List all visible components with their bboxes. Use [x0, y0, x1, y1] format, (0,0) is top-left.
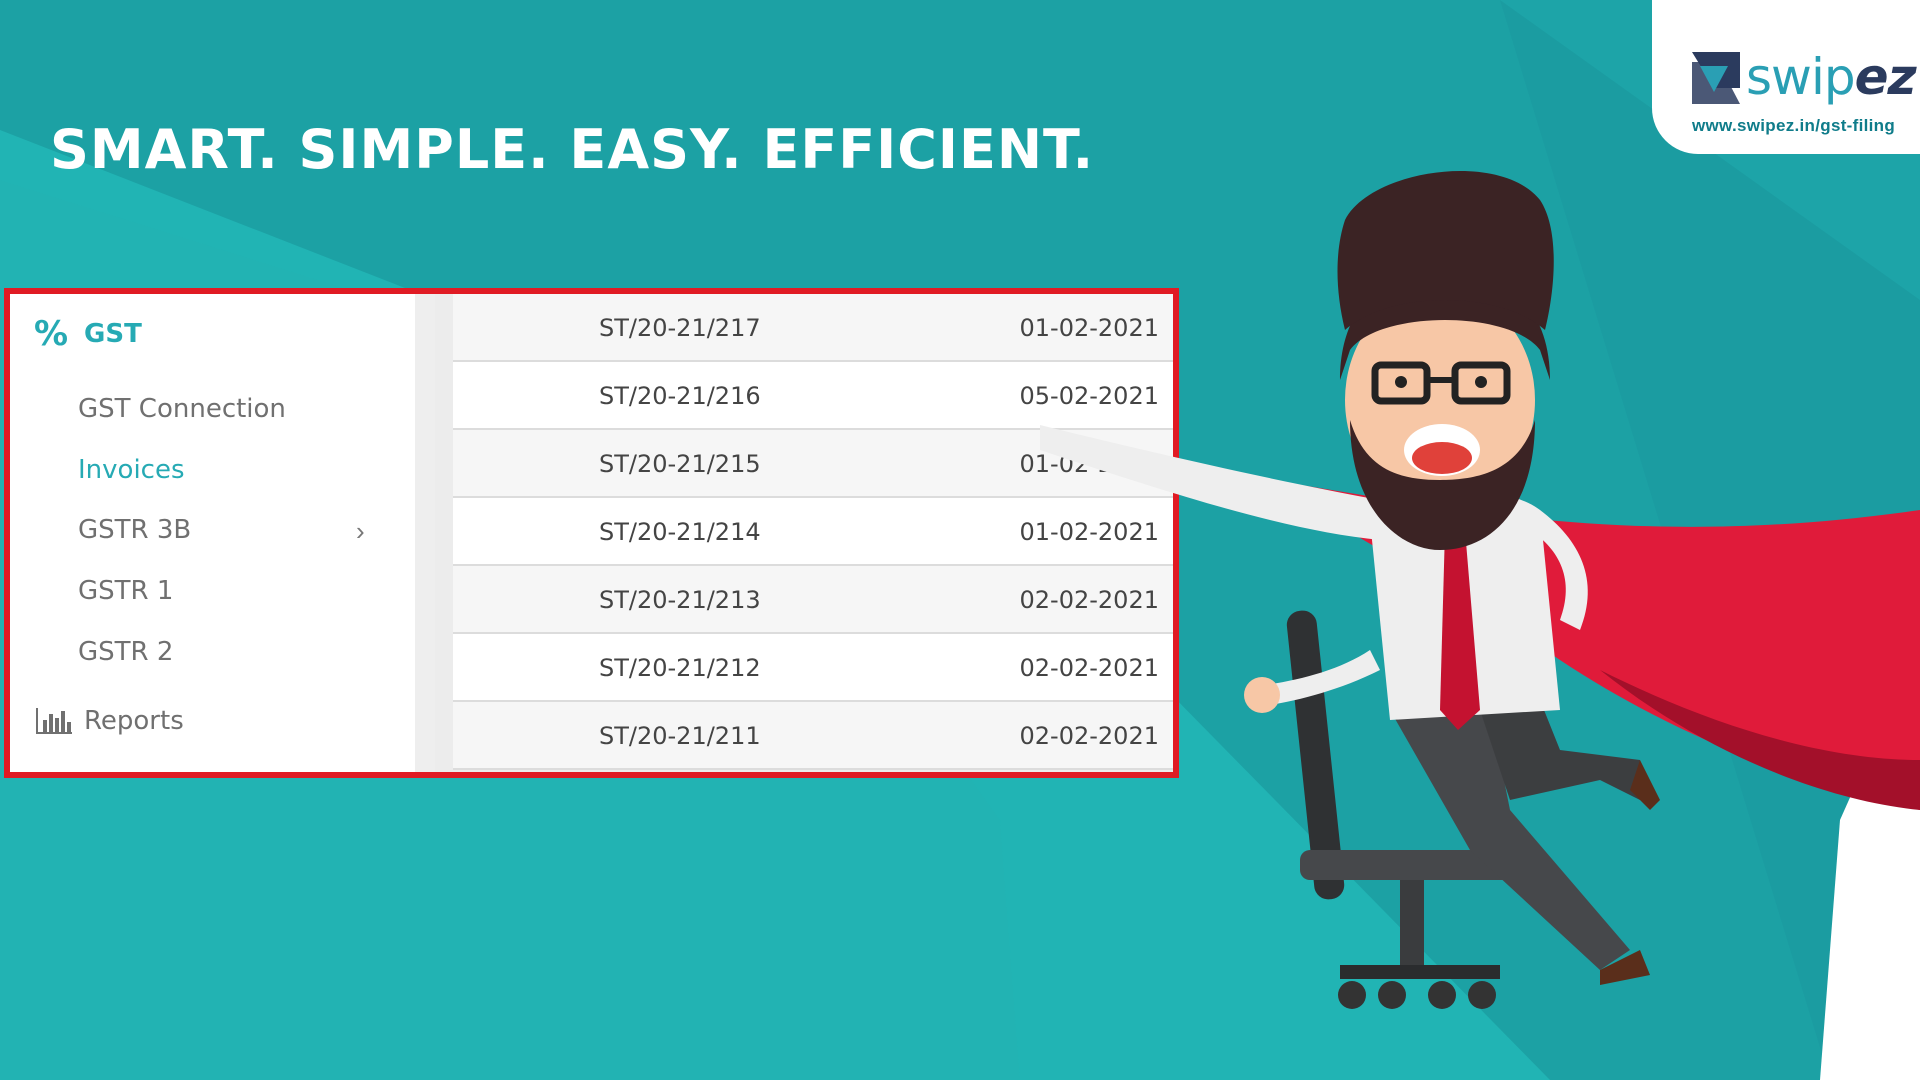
invoice-date: 01-02-2021: [1019, 518, 1159, 546]
invoice-id: ST/20-21/211: [599, 722, 761, 750]
invoice-id: ST/20-21/212: [599, 654, 761, 682]
sidebar-section-gst[interactable]: % GST: [34, 314, 142, 354]
invoice-date: 02-02-2021: [1019, 586, 1159, 614]
table-row[interactable]: ST/20-21/217 01-02-2021: [453, 294, 1173, 362]
logo-card: swipez www.swipez.in/gst-filing: [1652, 0, 1920, 154]
sidebar-divider: [415, 294, 435, 772]
invoice-table: ST/20-21/217 01-02-2021 ST/20-21/216 05-…: [453, 294, 1173, 772]
logo-url[interactable]: www.swipez.in/gst-filing: [1692, 116, 1896, 135]
invoice-id: ST/20-21/215: [599, 450, 761, 478]
sidebar-item-gst-connection[interactable]: GST Connection: [78, 394, 286, 424]
superhero-character-illustration: [1040, 171, 1920, 1009]
table-row[interactable]: ST/20-21/213 02-02-2021: [453, 566, 1173, 634]
headline: SMART. SIMPLE. EASY. EFFICIENT.: [50, 118, 1095, 181]
invoice-date: 05-02-2021: [1019, 382, 1159, 410]
invoice-id: ST/20-21/216: [599, 382, 761, 410]
invoice-id: ST/20-21/213: [599, 586, 761, 614]
percent-icon: %: [34, 314, 69, 354]
invoice-id: ST/20-21/217: [599, 314, 761, 342]
table-row[interactable]: ST/20-21/216 05-02-2021: [453, 362, 1173, 430]
sidebar-item-gstr-1[interactable]: GSTR 1: [78, 576, 174, 606]
invoice-date: 02-02-2021: [1019, 722, 1159, 750]
reports-label: Reports: [84, 706, 184, 736]
table-row[interactable]: ST/20-21/212 02-02-2021: [453, 634, 1173, 702]
invoice-id: ST/20-21/214: [599, 518, 761, 546]
sidebar-item-gstr-2[interactable]: GSTR 2: [78, 637, 174, 667]
app-screenshot-panel: % GST GST Connection Invoices GSTR 3B › …: [4, 288, 1179, 778]
chevron-right-icon[interactable]: ›: [356, 516, 365, 546]
table-row[interactable]: ST/20-21/214 01-02-2021: [453, 498, 1173, 566]
invoice-date: 02-02-2021: [1019, 654, 1159, 682]
sidebar-item-reports[interactable]: Reports: [32, 706, 184, 736]
logo-wordmark: swipez: [1746, 48, 1917, 106]
swipez-logo-icon: [1692, 52, 1740, 104]
sidebar-section-label: GST: [84, 319, 142, 349]
invoice-date: 01-02-2021: [1019, 314, 1159, 342]
sidebar-item-invoices[interactable]: Invoices: [78, 455, 185, 485]
table-row[interactable]: ST/20-21/211 02-02-2021: [453, 702, 1173, 770]
sidebar-item-gstr-3b[interactable]: GSTR 3B: [78, 515, 192, 545]
bar-chart-icon: [36, 708, 72, 734]
sidebar: % GST GST Connection Invoices GSTR 3B › …: [10, 294, 415, 772]
